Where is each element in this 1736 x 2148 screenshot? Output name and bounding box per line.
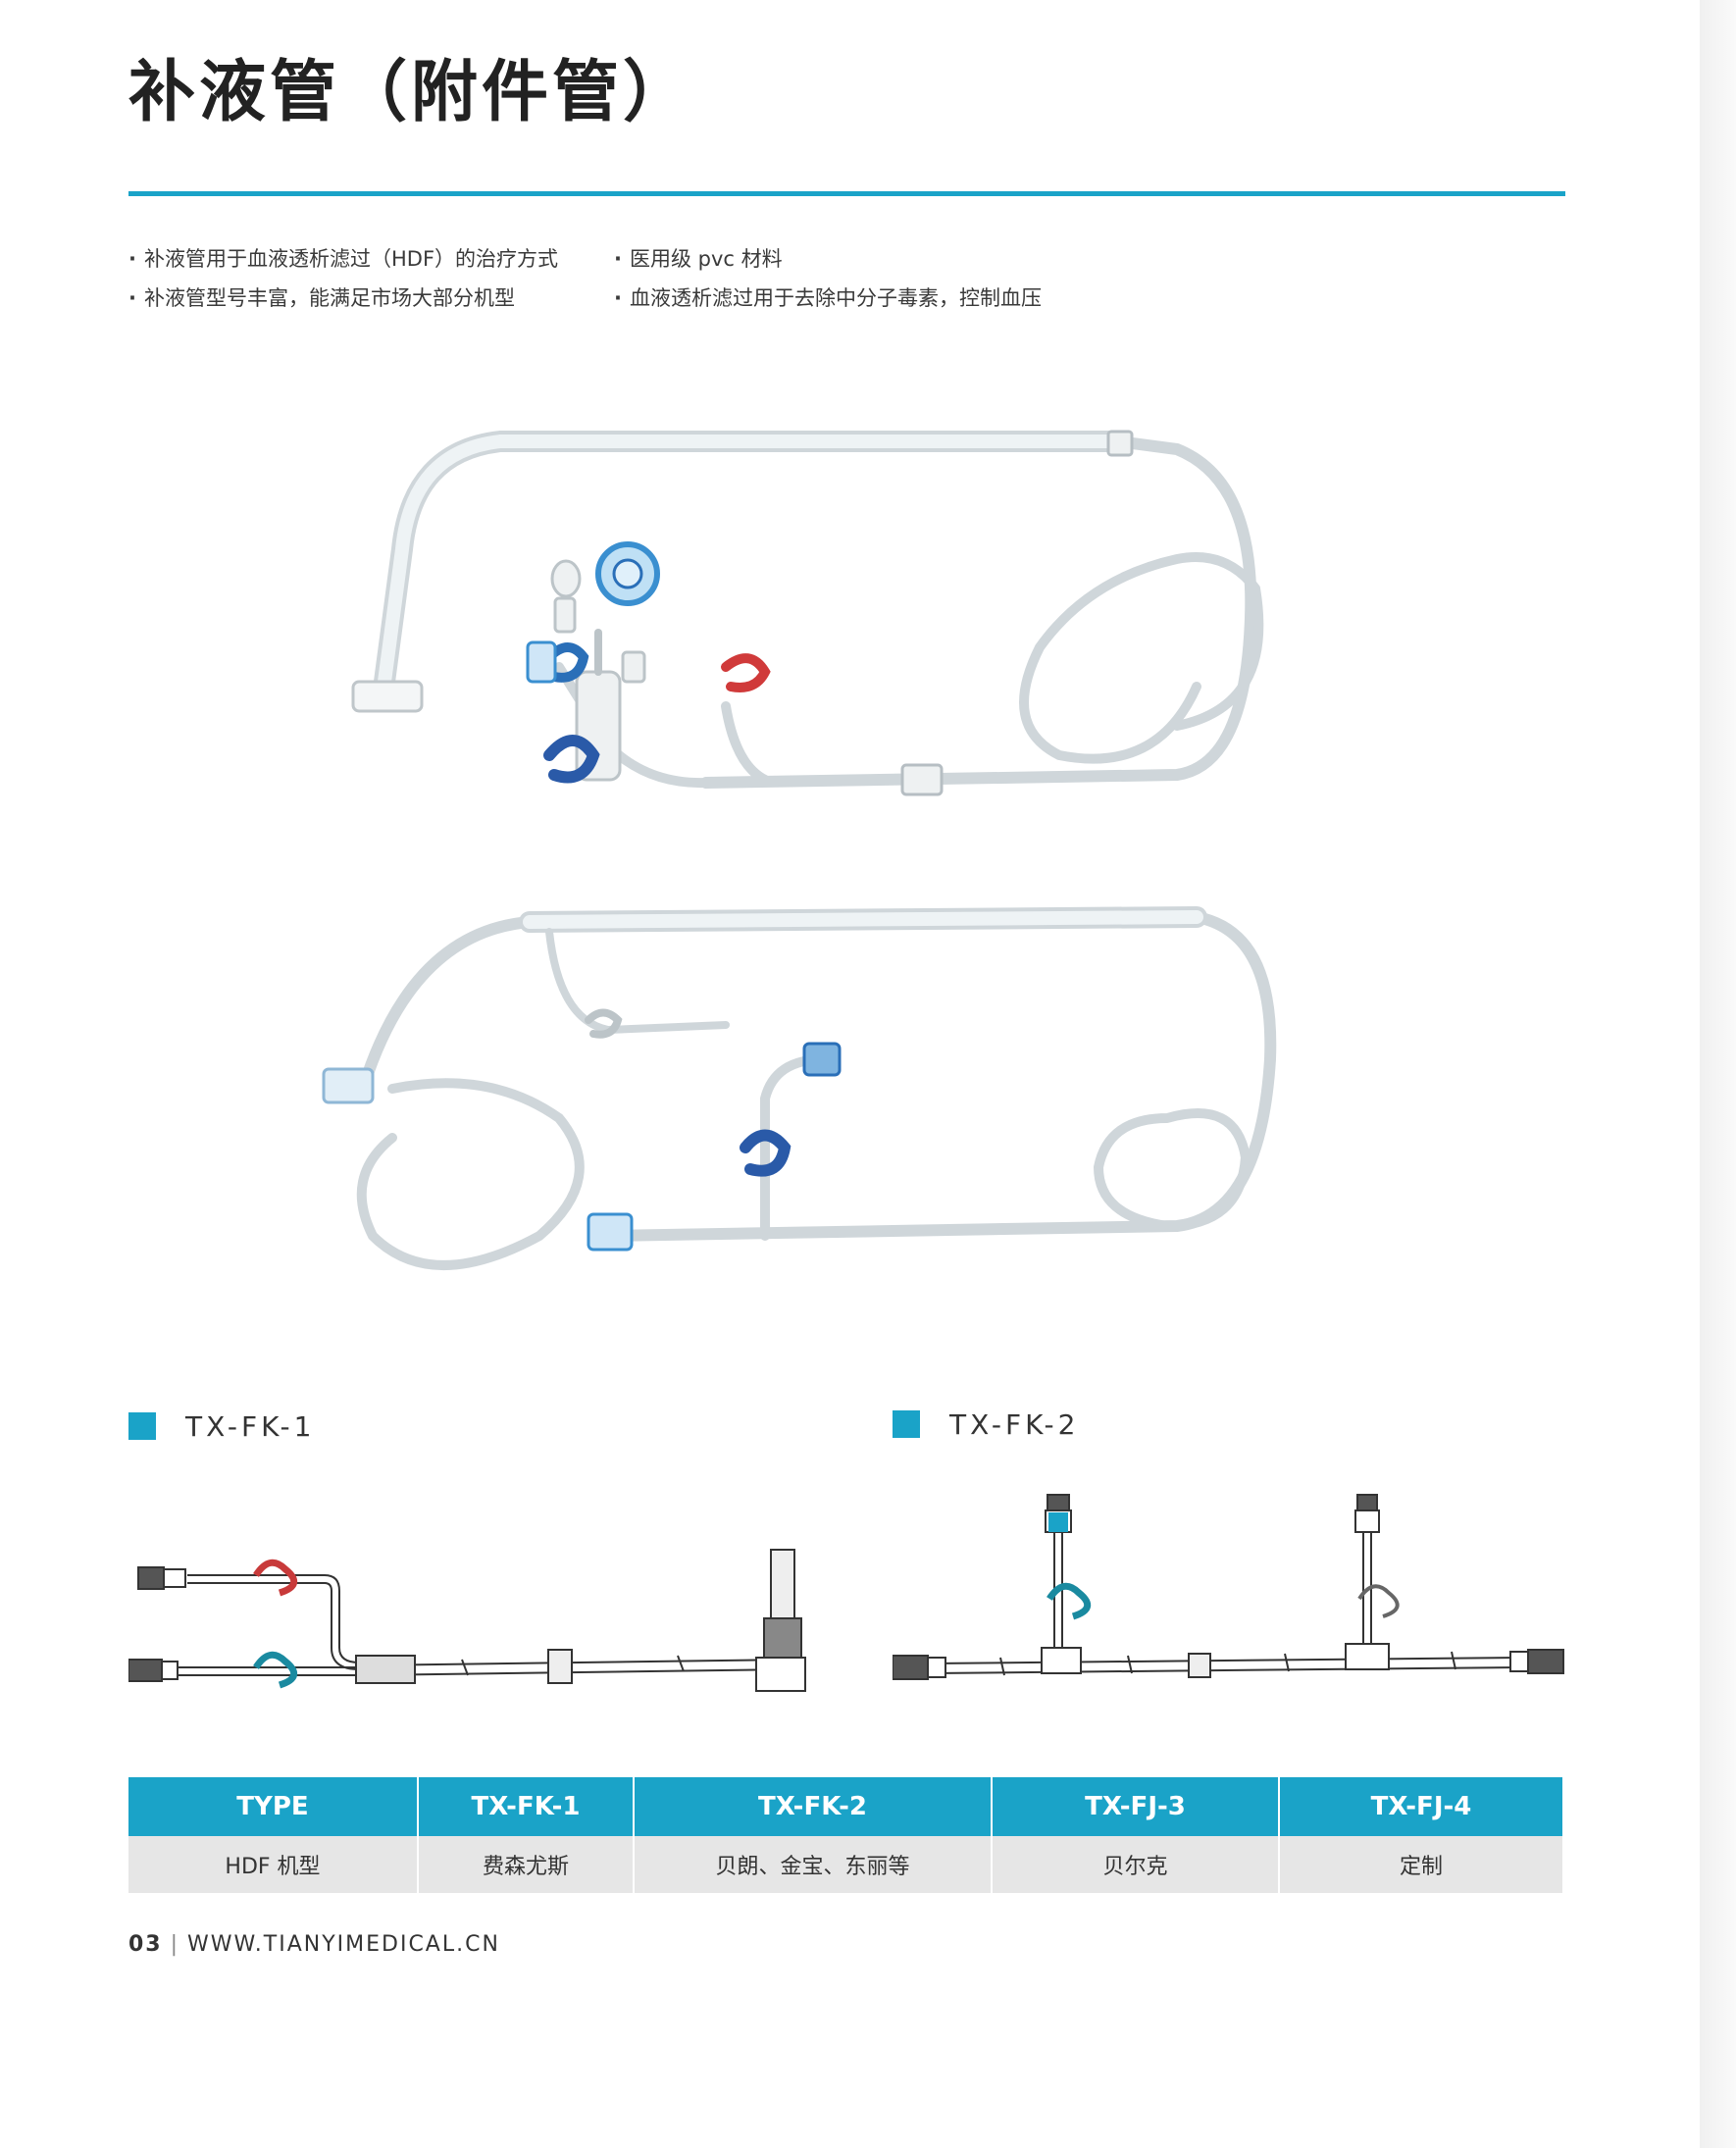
bullet-3: 补液管型号丰富，能满足市场大部分机型 [128,282,515,312]
footer-separator: | [170,1932,180,1957]
title-rule [128,191,1565,196]
page-title: 补液管（附件管） [128,54,694,131]
model-label-left: TX-FK-1 [128,1410,315,1443]
page-edge [1700,0,1736,2148]
table-cell: HDF 机型 [128,1836,418,1893]
model-marker-left [128,1412,156,1440]
table-header-cell: TX-FJ-3 [991,1777,1279,1836]
table-header-cell: TX-FJ-4 [1278,1777,1562,1836]
table-cell: 费森尤斯 [417,1836,634,1893]
model-label-right: TX-FK-2 [893,1408,1079,1441]
model-marker-right [893,1410,920,1438]
diagram-tx-fk-2 [893,1494,1564,1680]
spec-table: TYPE TX-FK-1 TX-FK-2 TX-FJ-3 TX-FJ-4 HDF… [128,1777,1562,1893]
table-header-cell: TX-FK-2 [633,1777,992,1836]
model-name-right: TX-FK-2 [949,1408,1080,1441]
bullet-4: 血液透析滤过用于去除中分子毒素，控制血压 [614,282,1042,312]
product-photo-1 [351,430,1264,796]
bullet-1: 补液管用于血液透析滤过（HDF）的治疗方式 [128,243,558,273]
table-header-row: TYPE TX-FK-1 TX-FK-2 TX-FJ-3 TX-FJ-4 [128,1777,1562,1836]
table-cell: 贝朗、金宝、东丽等 [633,1836,992,1893]
product-photos [322,430,1277,1270]
model-name-left: TX-FK-1 [185,1410,316,1443]
diagram-tx-fk-1 [128,1549,806,1692]
product-photo-2 [322,906,1277,1270]
table-cell: 定制 [1278,1836,1562,1893]
table-cell: 贝尔克 [991,1836,1279,1893]
table-row: HDF 机型 费森尤斯 贝朗、金宝、东丽等 贝尔克 定制 [128,1836,1562,1893]
bullet-2: 医用级 pvc 材料 [614,243,783,273]
page-number: 03 [128,1932,163,1957]
website-link[interactable]: WWW.TIANYIMEDICAL.CN [187,1932,500,1957]
page-footer: 03 | WWW.TIANYIMEDICAL.CN [128,1932,500,1957]
table-header-cell: TYPE [128,1777,418,1836]
table-header-cell: TX-FK-1 [417,1777,634,1836]
